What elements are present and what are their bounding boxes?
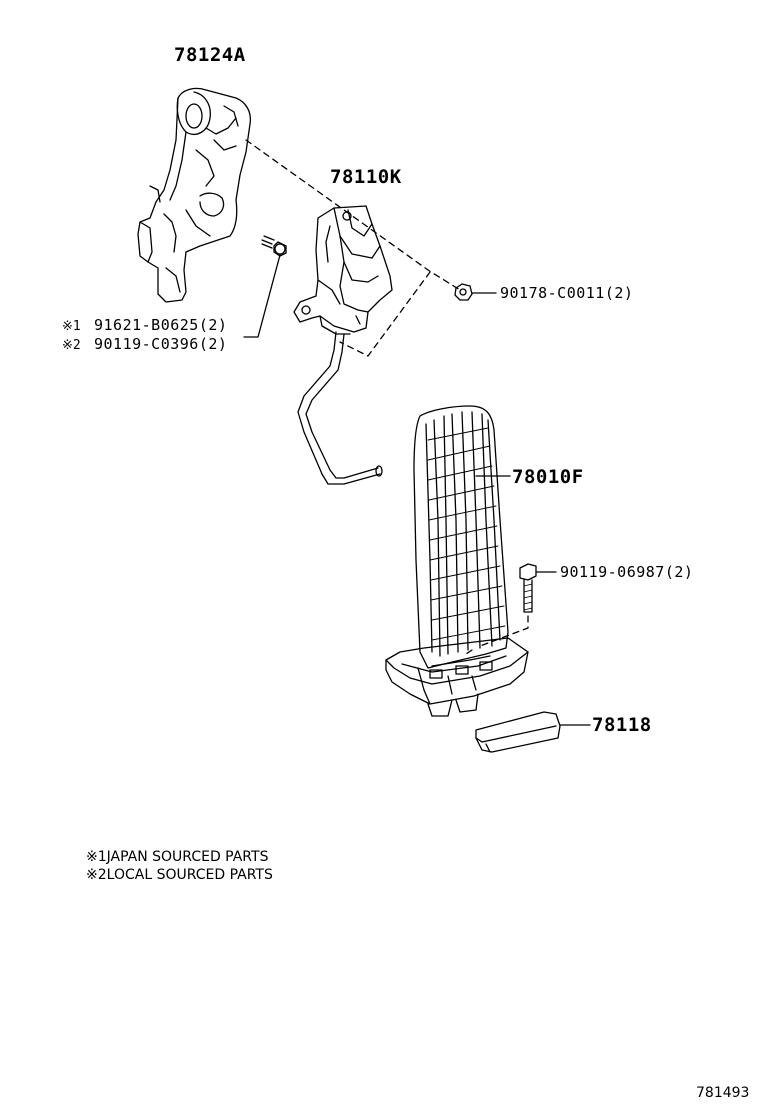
part-label-screw-local: 90119-C0396(2) bbox=[94, 335, 228, 353]
note-japan-mark: ※1 bbox=[86, 849, 107, 865]
part-label-sensor: 78110K bbox=[330, 166, 402, 188]
accelerator-pedal-icon bbox=[385, 405, 529, 717]
part-label-pad: 78118 bbox=[592, 714, 652, 736]
part-label-bolt: 90119-06987(2) bbox=[560, 563, 694, 581]
nut-icon bbox=[454, 283, 473, 301]
pedal-sensor-icon bbox=[293, 205, 393, 485]
screw-icon bbox=[261, 235, 287, 257]
part-label-screw-japan: 91621-B0625(2) bbox=[94, 316, 228, 334]
part-label-nut: 90178-C0011(2) bbox=[500, 284, 634, 302]
screw-local-mark: ※2 bbox=[62, 338, 81, 353]
diagram-id: 781493 bbox=[696, 1085, 750, 1101]
screw-japan-mark: ※1 bbox=[62, 319, 81, 334]
note-local-mark: ※2 bbox=[86, 867, 107, 883]
note-local: ※2LOCAL SOURCED PARTS bbox=[86, 867, 273, 883]
note-local-text: LOCAL SOURCED PARTS bbox=[106, 867, 273, 883]
bolt-icon bbox=[519, 563, 537, 613]
pedal-bracket-icon bbox=[137, 87, 252, 303]
note-japan-text: JAPAN SOURCED PARTS bbox=[106, 849, 269, 865]
pedal-pad-icon bbox=[475, 711, 561, 753]
part-label-pedal: 78010F bbox=[512, 466, 584, 488]
part-label-bracket: 78124A bbox=[174, 44, 246, 66]
note-japan: ※1JAPAN SOURCED PARTS bbox=[86, 849, 268, 865]
